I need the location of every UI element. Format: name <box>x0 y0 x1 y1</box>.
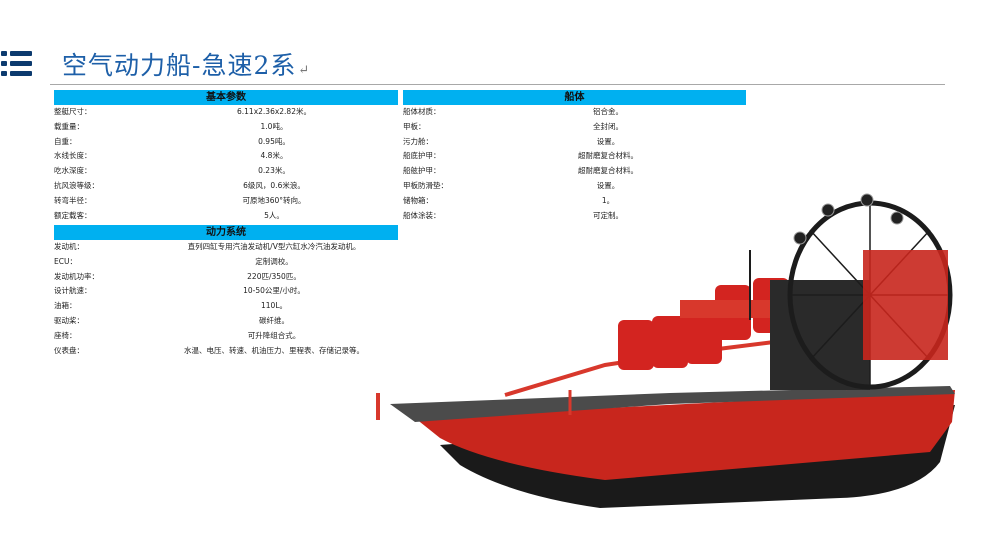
spec-row: 船体材质： 铝合金。 <box>403 105 746 120</box>
spec-value: 可升降组合式。 <box>247 330 301 340</box>
spec-label: 座椅： <box>54 330 77 340</box>
spec-row: 船底护甲： 超耐磨复合材料。 <box>403 149 746 164</box>
spec-label: 污力舱： <box>403 136 433 146</box>
spec-row: 发动机功率： 220匹/350匹。 <box>54 270 398 285</box>
seat-3 <box>686 312 722 364</box>
spec-label: 船底护甲： <box>403 151 441 161</box>
spec-label: 储物箱： <box>403 195 433 205</box>
spec-value: 110L。 <box>261 301 287 311</box>
spec-label: 设计航速： <box>54 286 92 296</box>
spec-value: 6级风，0.6米浪。 <box>243 180 305 190</box>
spec-row: 设计航速： 10-50公里/小时。 <box>54 284 398 299</box>
hull-table: 船体材质：铝合金。甲板：全封闭。污力舱：设置。船底护甲：超耐磨复合材料。船舷护甲… <box>403 105 746 223</box>
spec-label: 载重量： <box>54 121 84 131</box>
spec-value: 超耐磨复合材料。 <box>578 151 638 161</box>
spec-label: 发动机功率： <box>54 271 99 281</box>
power-system-header: 动力系统 <box>54 225 398 240</box>
spec-label: 额定载客： <box>54 210 92 220</box>
spec-row: 甲板防滑垫： 设置。 <box>403 179 746 194</box>
spotlight-4 <box>793 231 807 245</box>
return-mark: ↵ <box>298 63 311 78</box>
spec-row: 船体涂装： 可定制。 <box>403 209 746 224</box>
spec-value: 全封闭。 <box>593 121 623 131</box>
spec-label: 抗风浪等级： <box>54 180 99 190</box>
spec-label: 驱动桨： <box>54 315 84 325</box>
spec-label: 整艇尺寸： <box>54 107 92 116</box>
spec-label: 水线长度： <box>54 151 92 161</box>
spec-label: 吃水深度： <box>54 166 92 176</box>
spec-row: 额定载客： 5人。 <box>54 209 398 224</box>
spec-row: 水线长度： 4.8米。 <box>54 149 398 164</box>
seat-1 <box>618 320 654 370</box>
basic-params-header: 基本参数 <box>54 90 398 105</box>
spec-row: 仪表盘： 水温、电压、转速、机油压力、里程表、存储记录等。 <box>54 344 398 359</box>
spec-row: ECU： 定制调校。 <box>54 255 398 270</box>
spec-value: 4.8米。 <box>260 151 288 161</box>
spec-label: 船舷护甲： <box>403 166 441 176</box>
spec-value: 超耐磨复合材料。 <box>578 166 638 176</box>
spec-row: 转弯半径： 可原地360°转向。 <box>54 194 398 209</box>
spec-value: 定制调校。 <box>255 256 293 266</box>
spec-row: 污力舱： 设置。 <box>403 135 746 150</box>
spec-row: 油箱： 110L。 <box>54 299 398 314</box>
title-text: 空气动力船-急速2系 <box>62 51 297 80</box>
spec-row: 座椅： 可升降组合式。 <box>54 329 398 344</box>
spec-row: 自重： 0.95吨。 <box>54 135 398 150</box>
spec-label: 转弯半径： <box>54 195 92 205</box>
spec-label: 油箱： <box>54 301 77 311</box>
spec-label: 自重： <box>54 136 77 146</box>
spec-label: ECU： <box>54 256 77 266</box>
spec-value: 碳纤维。 <box>259 315 289 325</box>
spec-row: 整艇尺寸： 6.11x2.36x2.82米。 <box>54 105 398 120</box>
spec-value: 0.95吨。 <box>258 136 290 146</box>
spec-label: 船体涂装： <box>403 210 441 220</box>
spec-value: 0.23米。 <box>258 166 290 176</box>
spec-value: 220匹/350匹。 <box>247 271 301 281</box>
spec-row: 船舷护甲： 超耐磨复合材料。 <box>403 164 746 179</box>
spec-label: 甲板： <box>403 121 426 131</box>
title-divider <box>50 84 945 85</box>
seat-2 <box>652 316 688 368</box>
deck <box>390 386 955 422</box>
spec-label: 船体材质： <box>403 107 441 116</box>
spec-row: 吃水深度： 0.23米。 <box>54 164 398 179</box>
menu-icon[interactable] <box>0 50 34 78</box>
spec-value: 5人。 <box>264 210 284 220</box>
spec-label: 仪表盘： <box>54 345 84 355</box>
page-title: 空气动力船-急速2系↵ <box>62 46 310 82</box>
spec-value: 直列四缸专用汽油发动机/V型六缸水冷汽油发动机。 <box>187 242 361 251</box>
engine <box>770 280 870 390</box>
spec-row: 驱动桨： 碳纤维。 <box>54 314 398 329</box>
hull-header: 船体 <box>403 90 746 105</box>
spec-value: 水温、电压、转速、机油压力、里程表、存储记录等。 <box>184 345 364 355</box>
spec-value: 设置。 <box>596 180 620 190</box>
spec-value: 可原地360°转向。 <box>242 195 306 205</box>
spec-value: 10-50公里/小时。 <box>243 286 305 296</box>
rudders <box>863 250 948 360</box>
spec-row: 储物箱： 1。 <box>403 194 746 209</box>
spotlight-1 <box>821 203 835 217</box>
spec-row: 抗风浪等级： 6级风，0.6米浪。 <box>54 179 398 194</box>
spec-row: 载重量： 1.0吨。 <box>54 120 398 135</box>
spec-value: 1.0吨。 <box>260 121 288 131</box>
spec-value: 可定制。 <box>593 210 623 220</box>
spotlight-3 <box>890 211 904 225</box>
spec-label: 发动机： <box>54 242 84 251</box>
spec-row: 甲板： 全封闭。 <box>403 120 746 135</box>
spec-row: 发动机： 直列四缸专用汽油发动机/V型六缸水冷汽油发动机。 <box>54 240 398 255</box>
spec-value: 6.11x2.36x2.82米。 <box>237 107 311 116</box>
spec-value: 铝合金。 <box>593 107 623 116</box>
spotlight-2 <box>860 193 874 207</box>
basic-params-table: 整艇尺寸： 6.11x2.36x2.82米。载重量： 1.0吨。自重： 0.95吨。水… <box>54 105 398 223</box>
hull-side <box>415 390 955 480</box>
spec-value: 设置。 <box>596 136 620 146</box>
spec-label: 甲板防滑垫： <box>403 180 448 190</box>
power-system-table: 发动机：直列四缸专用汽油发动机/V型六缸水冷汽油发动机。ECU：定制调校。发动机… <box>54 240 398 358</box>
spec-value: 1。 <box>601 195 615 205</box>
airboat-image <box>376 193 955 508</box>
